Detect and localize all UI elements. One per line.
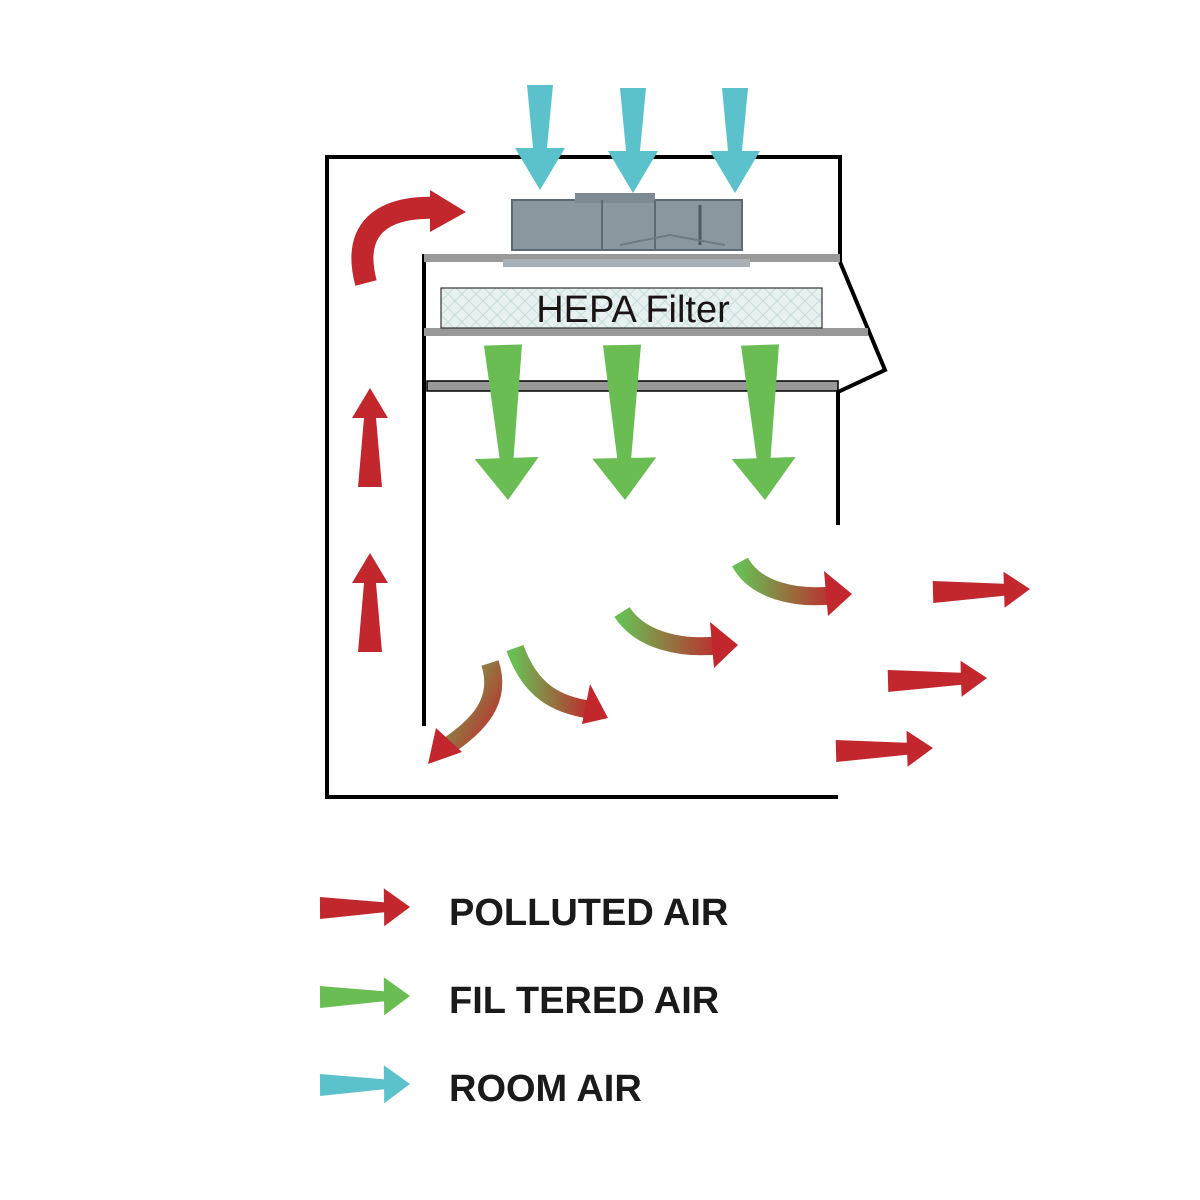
mixed-arrow-down-left	[428, 660, 503, 764]
legend-arrow-icon	[319, 1065, 410, 1104]
mixed-arrow-1	[506, 644, 608, 724]
cabinet-frame	[325, 155, 888, 799]
polluted-air-arrow	[352, 553, 388, 652]
mixed-arrow-3	[732, 557, 852, 616]
room-air-arrow	[710, 88, 760, 193]
mixed-arrow-2	[614, 606, 738, 668]
filtered-air-arrow	[474, 344, 539, 500]
filtered-air-arrow	[731, 344, 796, 500]
room-air-arrow	[608, 88, 658, 193]
legend-arrow-icon	[319, 888, 410, 927]
polluted-air-arrow	[932, 571, 1030, 608]
legend-item-polluted: POLLUTED AIR	[319, 888, 728, 934]
polluted-air-arrow	[352, 388, 388, 487]
polluted-air-arrow	[835, 730, 933, 767]
hepa-filter: HEPA Filter	[440, 287, 823, 331]
legend-label: ROOM AIR	[449, 1068, 642, 1110]
legend-label: FIL TERED AIR	[449, 980, 719, 1022]
filter-bottom-shelf	[424, 328, 868, 336]
legend: POLLUTED AIR FIL TERED AIR ROOM AIR	[319, 888, 728, 1110]
legend-arrow-icon	[319, 977, 410, 1016]
room-air-arrow	[515, 85, 565, 190]
fan-unit	[503, 193, 750, 267]
hepa-filter-label: HEPA Filter	[536, 289, 730, 331]
filtered-air-arrow	[592, 344, 657, 500]
curved-polluted-arrow	[351, 190, 466, 286]
polluted-air-arrow	[887, 660, 987, 697]
legend-item-room: ROOM AIR	[319, 1065, 642, 1110]
legend-item-filtered: FIL TERED AIR	[319, 977, 719, 1022]
legend-label: POLLUTED AIR	[449, 892, 728, 934]
fan-shelf	[424, 254, 840, 262]
